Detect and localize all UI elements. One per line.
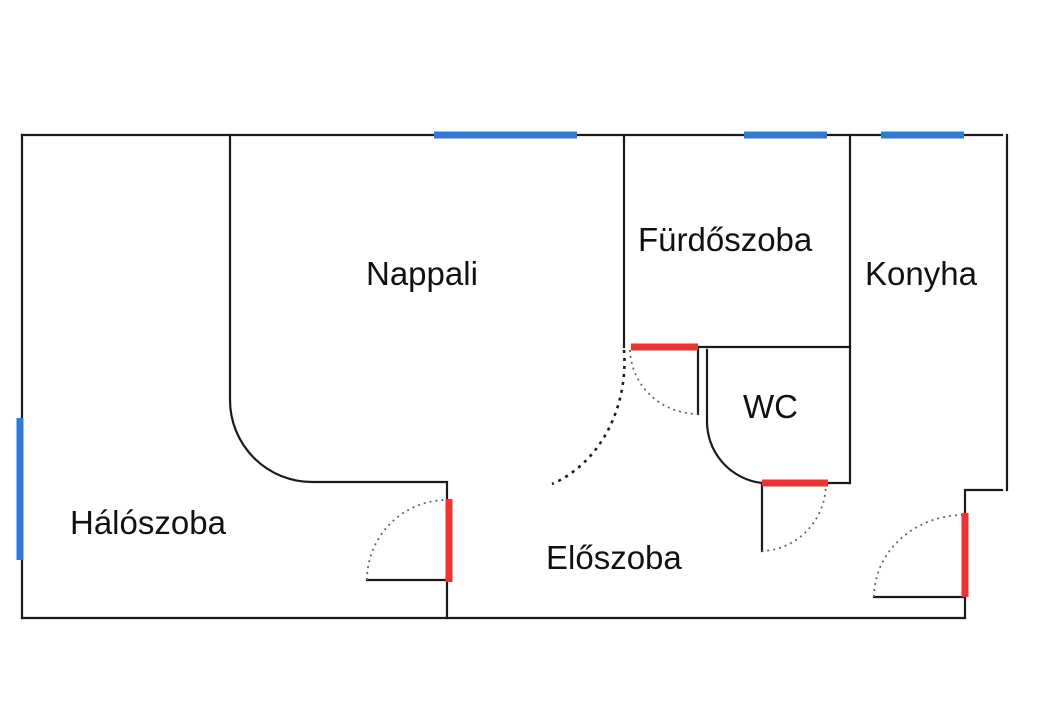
- living-room-door-swing: [551, 349, 626, 486]
- room-label-furdoszoba: Fürdőszoba: [638, 221, 813, 258]
- entrance-door-swing: [873, 514, 966, 598]
- room-labels: Nappali Fürdőszoba Konyha WC Hálószoba E…: [70, 221, 978, 576]
- bathroom-door-swing: [629, 349, 699, 415]
- room-label-konyha: Konyha: [865, 255, 978, 292]
- windows: [16, 131, 964, 560]
- door-swings: [366, 349, 966, 598]
- room-label-haloszoba: Hálószoba: [70, 504, 227, 541]
- doors: [445, 343, 969, 597]
- wall-wc-left: [705, 348, 764, 485]
- room-label-nappali: Nappali: [366, 255, 478, 292]
- bedroom-door-swing: [366, 499, 448, 581]
- walls: [20, 133, 1009, 620]
- wall-entrance-notch: [963, 488, 1004, 517]
- wc-door-swing: [761, 482, 827, 552]
- room-label-eloszoba: Előszoba: [546, 539, 682, 576]
- wall-living-bedroom: [228, 133, 449, 502]
- room-label-wc: WC: [743, 388, 798, 425]
